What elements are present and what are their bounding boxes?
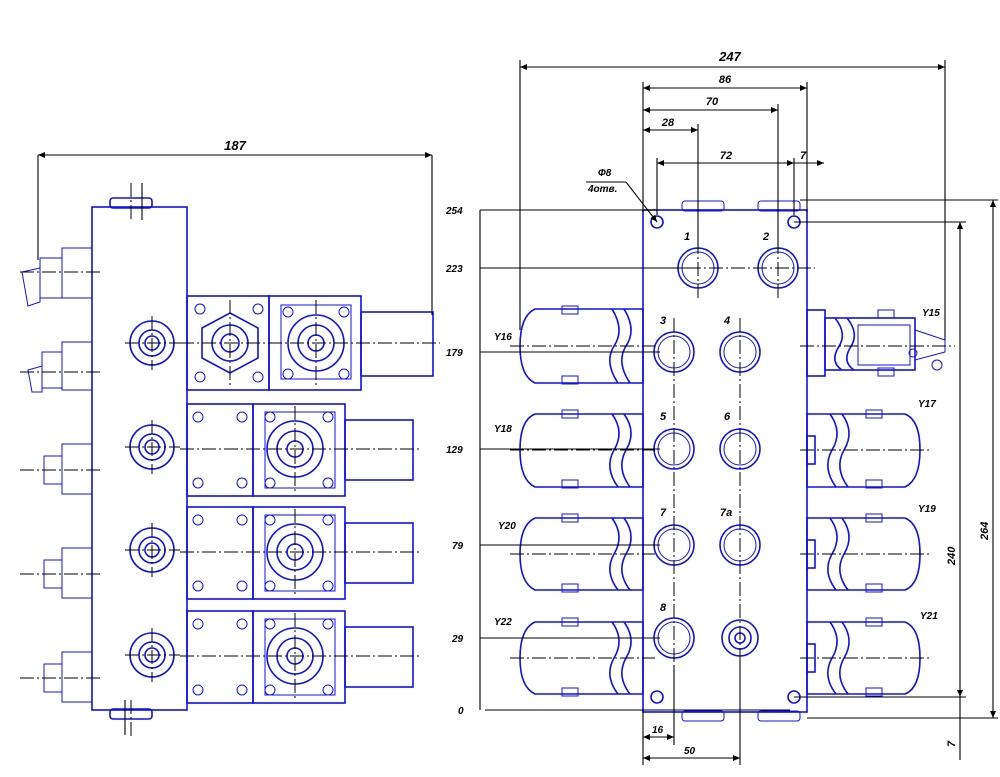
hole-callout: Ф8 4отв.	[586, 168, 658, 223]
port-label-7a: 7a	[720, 507, 732, 519]
solenoid-label-y21: Y21	[920, 611, 938, 622]
left-overall-dimension: 187	[37, 138, 433, 315]
solenoid-label-y17: Y17	[918, 399, 936, 410]
solenoid-label-y22: Y22	[494, 617, 512, 628]
solenoid-labels: Y15 Y16 Y17 Y18 Y19 Y20 Y21 Y22	[494, 308, 940, 628]
left-view: 187	[20, 138, 440, 738]
solenoid-label-y16: Y16	[494, 332, 512, 343]
solenoid-label-y20: Y20	[498, 521, 516, 532]
solenoid-label-y18: Y18	[494, 424, 512, 435]
left-valve-stack-4	[180, 610, 420, 704]
left-manifold-body	[91, 206, 188, 711]
port-label-5: 5	[660, 411, 667, 423]
hole-diameter: Ф8	[598, 168, 612, 179]
dim-86: 86	[719, 74, 732, 86]
port-labels: 1 2 3 4 5 6 7 7a 8	[660, 231, 769, 614]
port-label-8: 8	[660, 602, 667, 614]
dim-7-top: 7	[800, 150, 807, 162]
right-solenoids	[800, 309, 955, 697]
dim-28: 28	[661, 117, 675, 129]
port-label-3: 3	[660, 315, 666, 327]
bottom-dimensions: 16 50	[642, 660, 741, 765]
port-label-6: 6	[724, 411, 731, 423]
dim-7-side: 7	[946, 740, 958, 747]
left-ports	[125, 316, 180, 682]
y-254: 254	[445, 206, 463, 217]
dim-16: 16	[652, 725, 664, 736]
height-dimensions: 264 240 7	[794, 199, 998, 760]
dim-70: 70	[706, 96, 719, 108]
dim-240: 240	[946, 546, 958, 566]
right-view: 1 2 3 4 5 6 7 7a 8	[445, 49, 998, 765]
left-solenoids	[510, 305, 655, 697]
left-valve-stack-1	[180, 295, 440, 391]
y-179: 179	[446, 348, 463, 359]
port-label-1: 1	[684, 231, 690, 243]
dim-50: 50	[684, 746, 696, 757]
y-29: 29	[451, 634, 464, 645]
left-width-label: 187	[224, 138, 246, 153]
dim-264: 264	[979, 522, 991, 541]
left-valve-stack-3	[180, 506, 420, 600]
y-0: 0	[458, 706, 464, 717]
port-label-4: 4	[723, 315, 730, 327]
hole-count: 4отв.	[587, 184, 617, 195]
right-ports	[653, 240, 815, 665]
top-dimensions: 247 86 70 28 72 7	[519, 49, 946, 340]
port-label-7: 7	[660, 507, 667, 519]
dim-247: 247	[718, 49, 741, 64]
y-129: 129	[446, 445, 463, 456]
solenoid-label-y19: Y19	[918, 504, 936, 515]
y-79: 79	[452, 541, 464, 552]
port-label-2: 2	[762, 231, 769, 243]
solenoid-label-y15: Y15	[922, 308, 940, 319]
dim-72: 72	[720, 150, 732, 162]
left-fittings	[20, 247, 100, 703]
y-coordinates: 254 223 179 129 79 29 0	[445, 206, 790, 717]
left-valve-stack-2	[180, 403, 420, 497]
y-223: 223	[445, 264, 463, 275]
